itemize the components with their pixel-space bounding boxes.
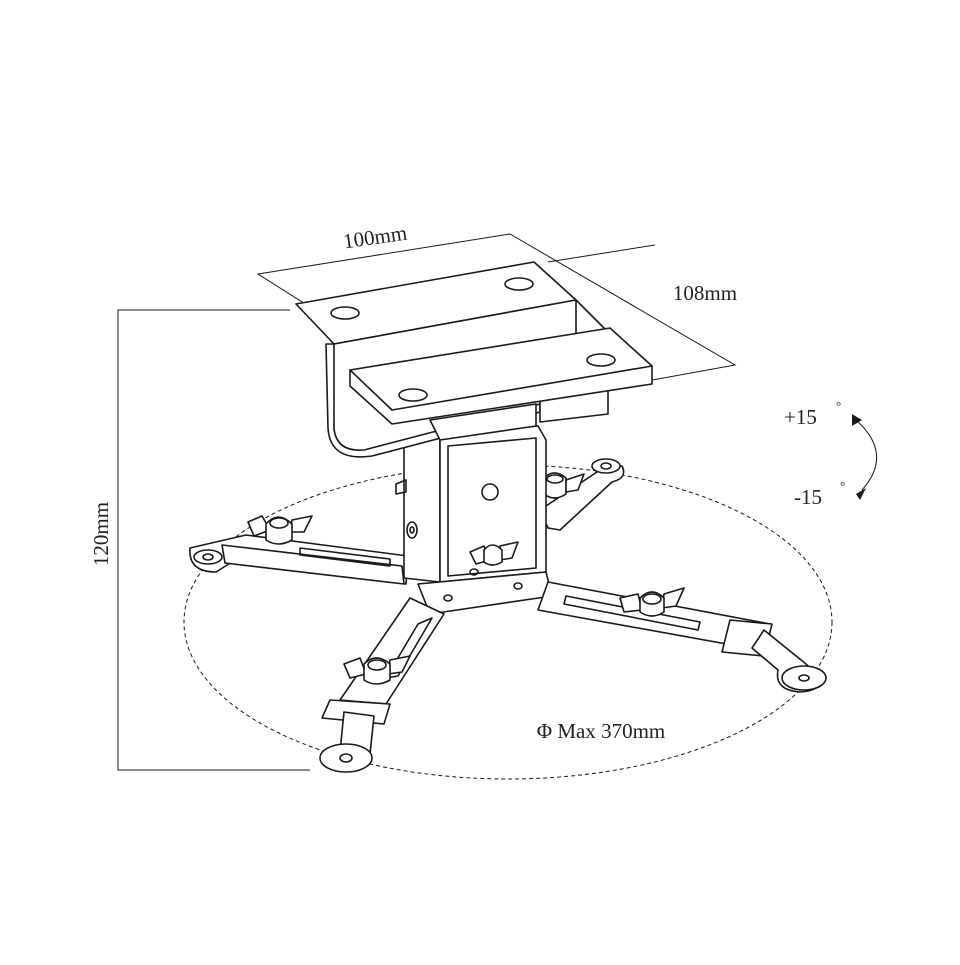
arm-left <box>189 515 409 585</box>
wing-nut-left <box>247 515 313 545</box>
arm-right-front <box>537 581 827 693</box>
height-label: 120mm <box>89 502 113 566</box>
tilt-minus-label: -15 ° <box>794 478 845 509</box>
tilt-minus-value: -15 <box>794 485 822 509</box>
tilt-plus-value: +15 <box>784 405 817 429</box>
wing-nut-right-back <box>543 472 585 499</box>
diameter-label: Φ Max 370mm <box>537 719 666 743</box>
arm-front-left <box>319 597 445 773</box>
depth-label: 108mm <box>673 281 737 305</box>
arm-right-back <box>539 458 625 531</box>
width-label: 100mm <box>342 221 409 254</box>
wing-nut-right-front <box>619 587 685 617</box>
mount-illustration <box>189 261 877 773</box>
max-diameter-ellipse <box>183 464 833 780</box>
wing-nut-column <box>469 541 519 566</box>
tilt-plus-degree: ° <box>836 398 841 413</box>
wing-nut-front-left <box>343 655 411 685</box>
ceiling-bracket <box>295 261 653 458</box>
tilt-plus-label: +15 ° <box>784 398 841 429</box>
mount-column <box>395 425 547 583</box>
tilt-minus-degree: ° <box>840 478 845 493</box>
height-dimension-line <box>117 309 310 771</box>
tilt-arc-arrow-icon <box>852 414 877 500</box>
